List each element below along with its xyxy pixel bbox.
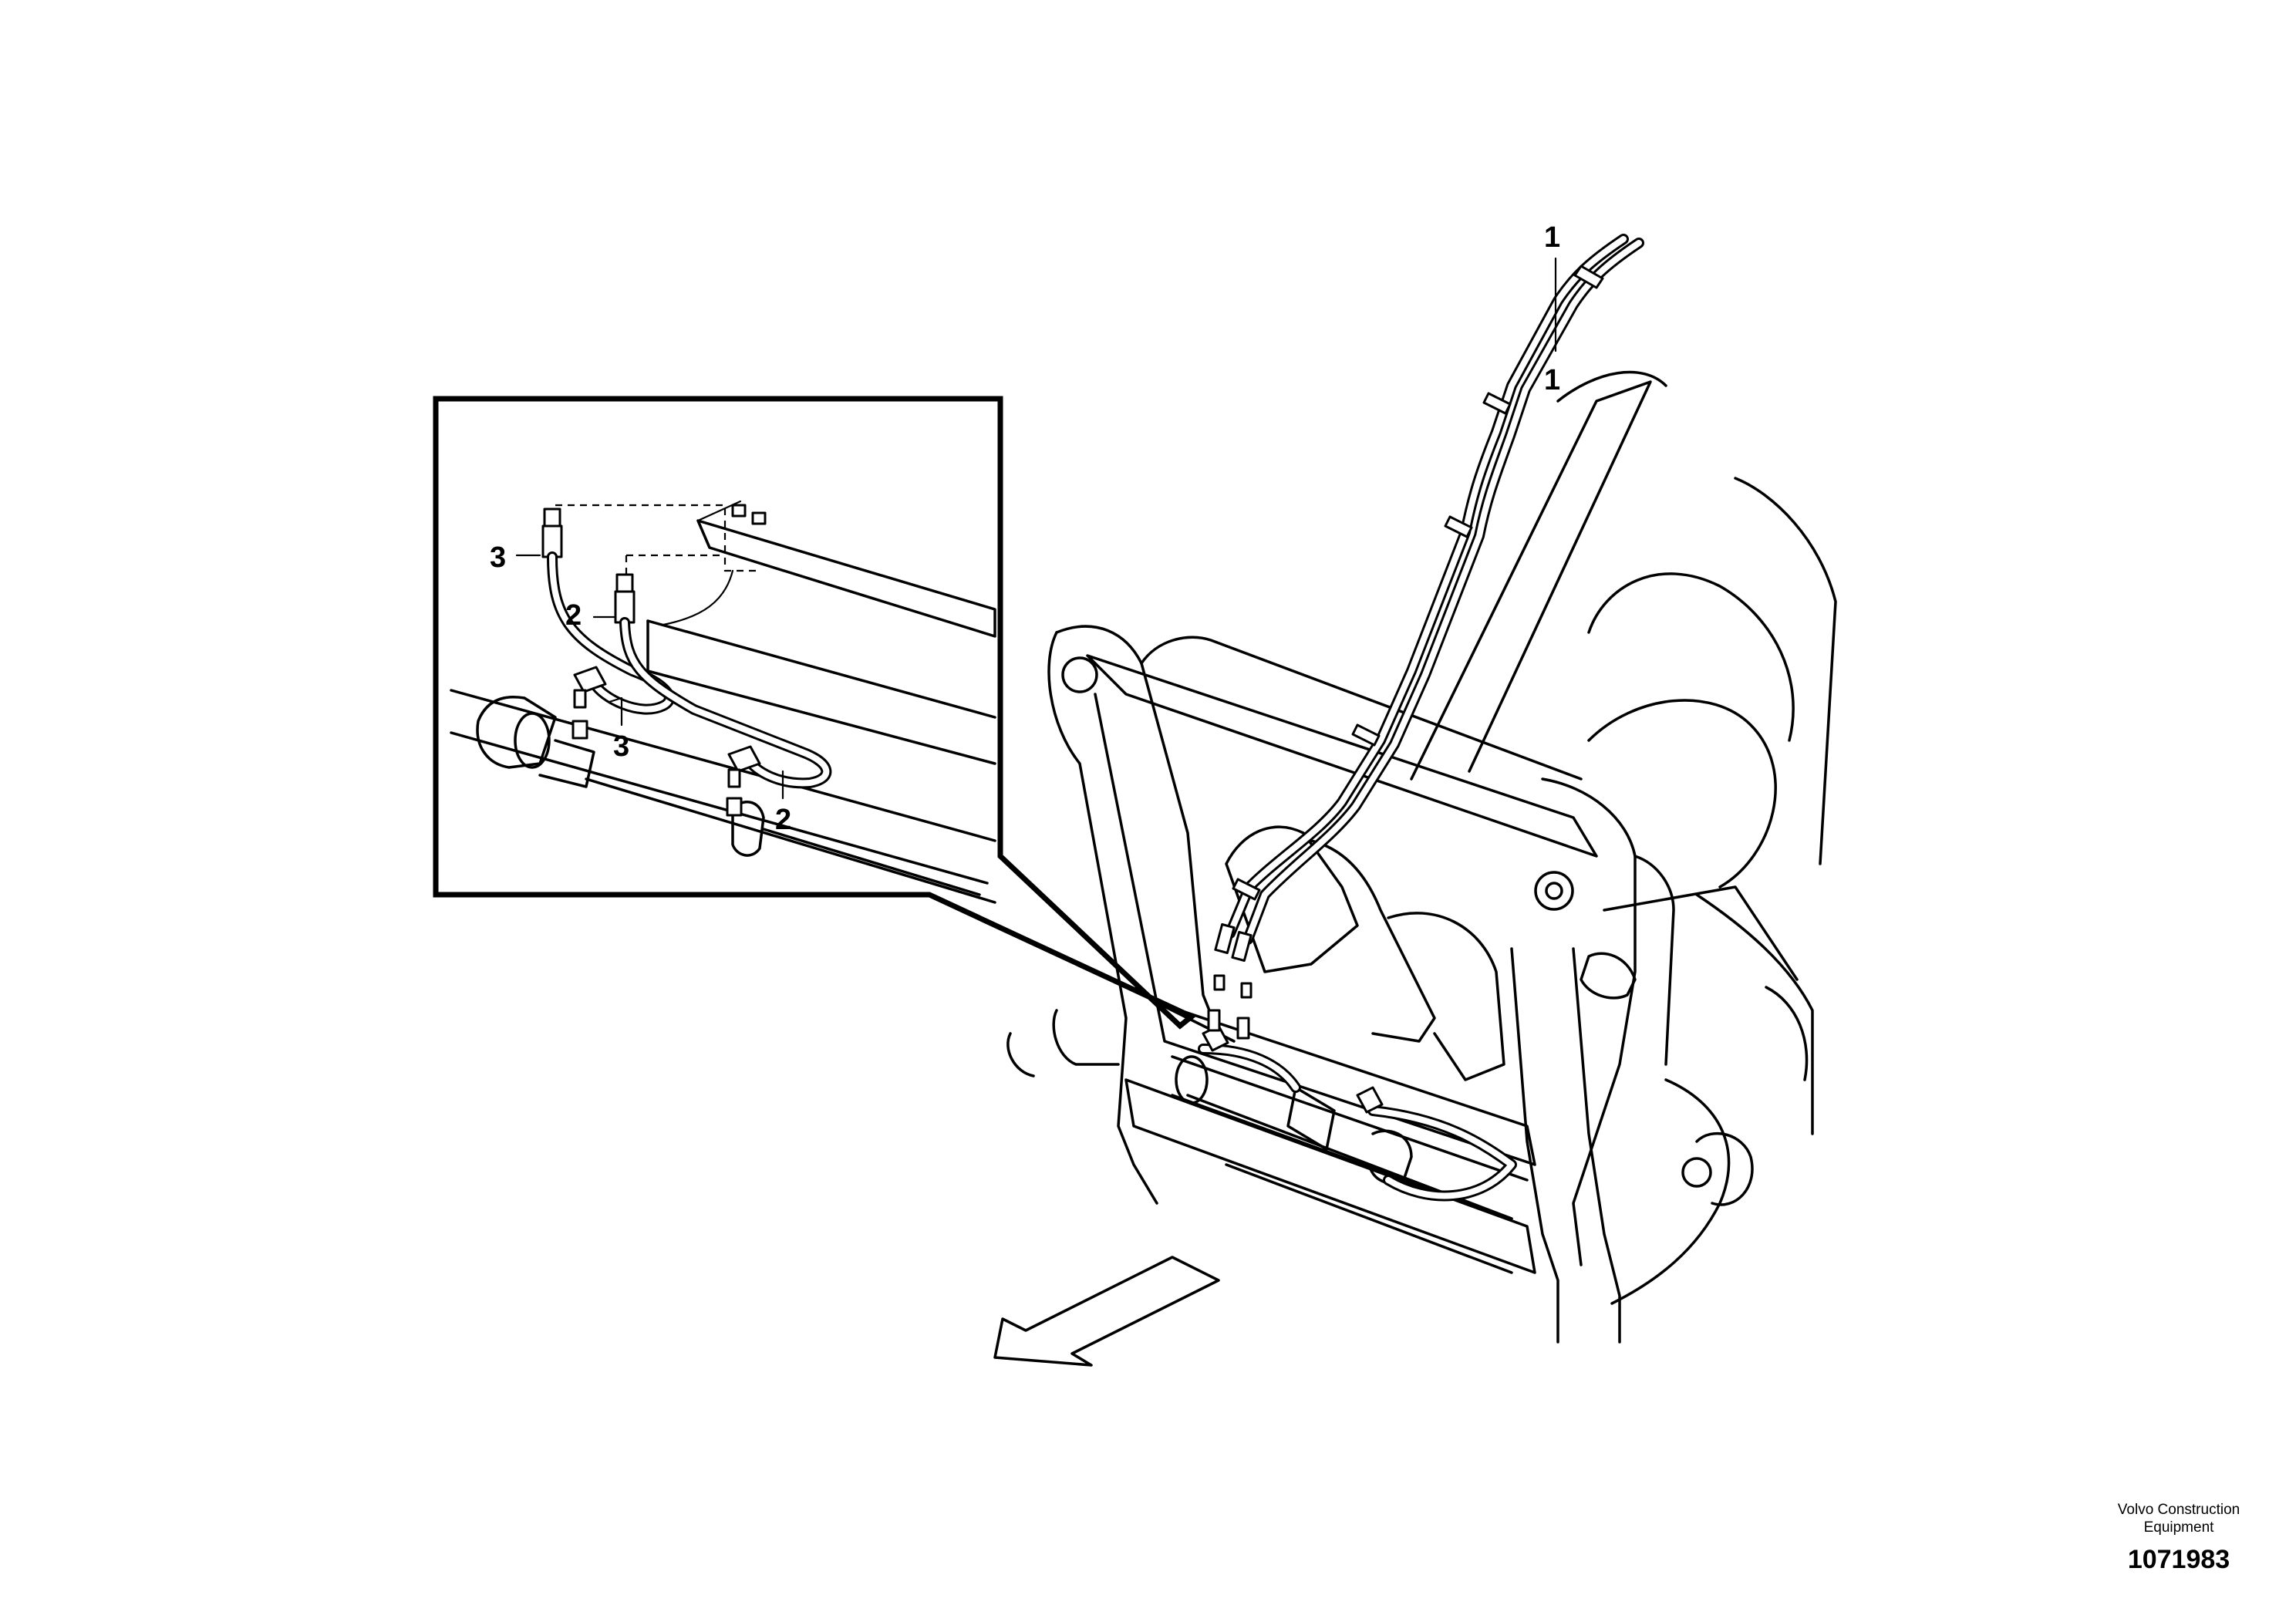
main-view-cylinder <box>1155 974 1536 1220</box>
callout-1-upper: 1 <box>1544 221 1560 254</box>
hose-assembly-1 <box>1214 234 1644 962</box>
manufacturer-label: Volvo Construction Equipment <box>2082 1501 2275 1536</box>
manufacturer-line-1: Volvo Construction <box>2117 1502 2240 1518</box>
detail-inset <box>433 396 1197 1030</box>
callout-2-upper: 2 <box>565 599 582 632</box>
callout-2-lower: 2 <box>775 804 791 836</box>
travel-direction-arrow <box>993 1256 1220 1367</box>
callout-1-lower: 1 <box>1544 364 1560 396</box>
callout-3-left: 3 <box>490 541 506 574</box>
manufacturer-line-2: Equipment <box>2143 1519 2214 1536</box>
callout-3-lower: 3 <box>613 730 629 763</box>
document-number: 1071983 <box>2127 1545 2230 1574</box>
